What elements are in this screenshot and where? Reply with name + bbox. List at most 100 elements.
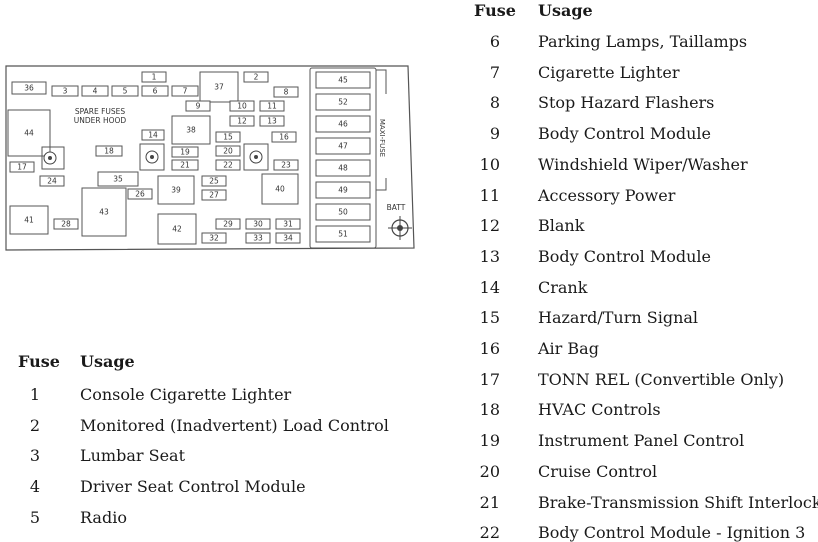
fuse-slot-label: 6 bbox=[153, 87, 158, 96]
fuse-usage: Blank bbox=[538, 216, 585, 236]
fuse-slot-label: 45 bbox=[338, 76, 348, 85]
fuse-slot-15: 15 bbox=[215, 131, 241, 143]
fuse-slot-21: 21 bbox=[171, 159, 199, 171]
fuse-slot-label: 35 bbox=[113, 175, 123, 184]
fuse-slot-label: 10 bbox=[237, 102, 247, 111]
fuse-slot-26: 26 bbox=[127, 188, 153, 200]
fuse-slot-46: 46 bbox=[315, 115, 371, 133]
fuse-slot-5: 5 bbox=[111, 85, 139, 97]
fuse-number: 12 bbox=[479, 216, 500, 236]
fuse-number: 13 bbox=[479, 246, 500, 266]
fuse-slot-label: 31 bbox=[283, 220, 293, 229]
fuse-usage: Body Control Module - Ignition 3 bbox=[538, 523, 806, 542]
fuse-usage: Instrument Panel Control bbox=[538, 431, 745, 451]
fuse-slot-13: 13 bbox=[259, 115, 285, 127]
fuse-slot-label: 49 bbox=[338, 186, 348, 195]
fuse-number: 7 bbox=[489, 62, 500, 82]
fuse-slot-44: 44 bbox=[7, 109, 51, 157]
fuse-slot-41: 41 bbox=[9, 205, 49, 235]
spare-fuses-label: SPARE FUSES bbox=[75, 107, 126, 116]
fuse-column-header: Fuse bbox=[18, 352, 60, 371]
fuse-slot-50: 50 bbox=[315, 203, 371, 221]
fuse-slot-label: 16 bbox=[279, 133, 289, 142]
fuse-number: 10 bbox=[479, 154, 500, 174]
fuse-slot-11: 11 bbox=[259, 100, 285, 112]
fuse-slot-2: 2 bbox=[243, 71, 269, 83]
fuse-slot-label: 42 bbox=[172, 225, 182, 234]
fuse-slot-4: 4 bbox=[81, 85, 109, 97]
fuse-slot-label: 2 bbox=[254, 73, 259, 82]
bolt-terminal-icon bbox=[41, 146, 65, 170]
fuse-usage: Cigarette Lighter bbox=[538, 62, 680, 82]
fuse-slot-label: 21 bbox=[180, 161, 190, 170]
fuse-slot-22: 22 bbox=[215, 159, 241, 171]
fuse-column-header: Fuse bbox=[474, 1, 516, 20]
fuse-slot-label: 23 bbox=[281, 161, 291, 170]
fuse-slot-label: 17 bbox=[17, 163, 27, 172]
fuse-slot-label: 40 bbox=[275, 185, 285, 194]
fuse-usage: Radio bbox=[80, 507, 127, 527]
fuse-slot-25: 25 bbox=[201, 175, 227, 187]
fuse-slot-10: 10 bbox=[229, 100, 255, 112]
fuse-usage: Monitored (Inadvertent) Load Control bbox=[80, 415, 389, 435]
fuse-usage: Parking Lamps, Taillamps bbox=[538, 32, 748, 51]
fuse-slot-20: 20 bbox=[215, 145, 241, 157]
fuse-slot-label: 38 bbox=[186, 126, 196, 135]
fuse-number: 11 bbox=[479, 185, 500, 205]
fuse-number: 19 bbox=[479, 431, 500, 451]
fuse-slot-label: 19 bbox=[180, 148, 190, 157]
fuse-slot-label: 18 bbox=[104, 147, 114, 156]
fuse-usage: Crank bbox=[538, 277, 588, 297]
fuse-slot-label: 9 bbox=[196, 102, 201, 111]
fuse-slot-8: 8 bbox=[273, 86, 299, 98]
usage-column-header: Usage bbox=[80, 352, 135, 371]
fuse-usage: HVAC Controls bbox=[538, 400, 661, 420]
fuse-slot-label: 32 bbox=[209, 234, 219, 243]
fuse-slot-label: 37 bbox=[214, 83, 224, 92]
fuse-slot-30: 30 bbox=[245, 218, 271, 230]
fuse-slot-label: 29 bbox=[223, 220, 233, 229]
fuse-slot-label: 30 bbox=[253, 220, 263, 229]
fuse-slot-label: 13 bbox=[267, 117, 277, 126]
fuse-slot-label: 25 bbox=[209, 177, 219, 186]
fuse-slot-27: 27 bbox=[201, 189, 227, 201]
fuse-slot-label: 36 bbox=[24, 84, 34, 93]
fuse-slot-label: 27 bbox=[209, 191, 219, 200]
fuse-slot-label: 4 bbox=[93, 87, 98, 96]
fuse-slot-label: 26 bbox=[135, 190, 145, 199]
bolt-terminal-icon bbox=[139, 143, 165, 171]
fuse-slot-label: 5 bbox=[123, 87, 128, 96]
fuse-slot-label: 44 bbox=[24, 129, 34, 138]
fuse-slot-34: 34 bbox=[275, 232, 301, 244]
fuse-usage: Windshield Wiper/Washer bbox=[538, 154, 748, 174]
fuse-slot-label: 7 bbox=[183, 87, 188, 96]
fuse-slot-label: 14 bbox=[148, 131, 158, 140]
fuse-number: 14 bbox=[479, 277, 500, 297]
fuse-number: 17 bbox=[479, 369, 500, 389]
fuse-slot-24: 24 bbox=[39, 175, 65, 187]
fuse-slot-label: 1 bbox=[152, 73, 157, 82]
fuse-slot-32: 32 bbox=[201, 232, 227, 244]
fuse-slot-31: 31 bbox=[275, 218, 301, 230]
fuse-slot-49: 49 bbox=[315, 181, 371, 199]
fuse-usage: Body Control Module bbox=[538, 246, 711, 266]
bolt-terminal-icon bbox=[243, 143, 269, 171]
fuse-usage: Hazard/Turn Signal bbox=[538, 308, 699, 328]
fuse-slot-7: 7 bbox=[171, 85, 199, 97]
fuse-usage: Lumbar Seat bbox=[80, 446, 186, 466]
fuse-slot-52: 52 bbox=[315, 93, 371, 111]
fuse-slot-29: 29 bbox=[215, 218, 241, 230]
fuse-number: 8 bbox=[489, 93, 500, 113]
fuse-slot-label: 3 bbox=[63, 87, 68, 96]
fuse-slot-label: 15 bbox=[223, 133, 233, 142]
fuse-slot-43: 43 bbox=[81, 187, 127, 237]
fuse-slot-label: 52 bbox=[338, 98, 348, 107]
fuse-usage: Cruise Control bbox=[538, 461, 658, 481]
fuse-number: 5 bbox=[29, 507, 40, 527]
fuse-slot-9: 9 bbox=[185, 100, 211, 112]
fuse-slot-51: 51 bbox=[315, 225, 371, 243]
fuse-number: 2 bbox=[29, 415, 40, 435]
